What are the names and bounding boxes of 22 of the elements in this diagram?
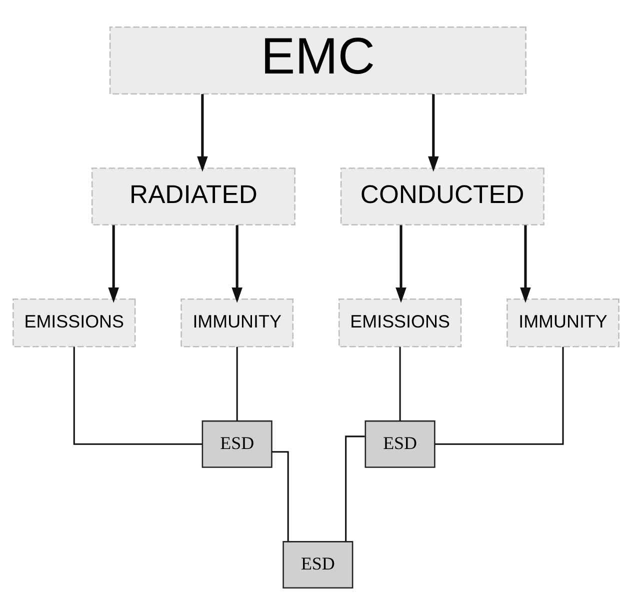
arrow (232, 224, 242, 302)
arrow (396, 224, 406, 302)
node-box: ESD (202, 420, 272, 468)
node-box: ESD (282, 540, 354, 588)
node-box: EMC (109, 26, 526, 94)
arrow (197, 94, 208, 172)
node-box: EMISSIONS (12, 298, 136, 347)
connector (435, 346, 564, 444)
connector (236, 346, 238, 420)
connector (272, 450, 289, 541)
arrow (108, 224, 119, 302)
connector (345, 435, 365, 541)
arrow (428, 94, 439, 172)
node-box: IMMUNITY (180, 298, 294, 347)
node-box: EMISSIONS (338, 298, 462, 347)
arrow (520, 224, 531, 302)
node-box: IMMUNITY (506, 298, 620, 347)
node-box: RADIATED (91, 167, 296, 225)
node-box: ESD (364, 420, 436, 468)
connector (399, 346, 401, 420)
node-box: CONDUCTED (340, 167, 544, 225)
connector (73, 346, 202, 444)
